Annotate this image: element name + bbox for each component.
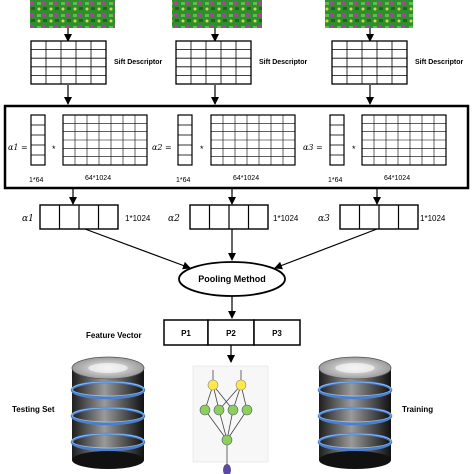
- arrow-to-pool-3: [274, 228, 378, 270]
- alpha-vector-2: [177, 114, 193, 166]
- testing-database-icon: [70, 356, 146, 469]
- matrix-dim-label-2: 64*1024: [233, 175, 259, 182]
- matrix-dim-label-1: 64*1024: [85, 175, 111, 182]
- arrow-to-pool-1: [84, 228, 191, 270]
- vector-dim-label-3: 1*64: [328, 177, 343, 184]
- testing-set-label: Testing Set: [12, 405, 55, 414]
- alpha-eq-label-1: α1 =: [8, 143, 28, 152]
- out-alpha-label-2: α2: [168, 214, 180, 224]
- input-image-2: [172, 0, 262, 28]
- weight-matrix-1: [62, 114, 148, 166]
- alpha-eq-label-3: α3 =: [303, 143, 323, 152]
- weight-matrix-2: [210, 114, 296, 166]
- training-database-icon: [317, 356, 393, 469]
- input-image-1: [30, 0, 115, 28]
- vector-dim-label-1: 1*64: [29, 177, 44, 184]
- pooling-method-label: Pooling Method: [198, 274, 266, 284]
- training-label: Training: [402, 405, 433, 414]
- matrix-dim-label-3: 64*1024: [384, 175, 410, 182]
- feature-part-p1: [163, 319, 209, 346]
- output-vector-3: [339, 204, 419, 230]
- feature-part-p2: [207, 319, 255, 346]
- input-image-3: [325, 0, 413, 28]
- out-alpha-label-3: α3: [318, 214, 330, 224]
- output-vector-2: [189, 204, 269, 230]
- sift-descriptor-label-1: Sift Descriptor: [114, 59, 163, 66]
- out-dim-label-2: 1*1024: [273, 214, 299, 223]
- out-alpha-label-1: α1: [22, 214, 34, 224]
- multiply-sign-3: *: [352, 144, 356, 154]
- sift-descriptor-grid-2: [175, 40, 252, 85]
- feature-vector-label: Feature Vector: [86, 331, 142, 340]
- feature-p1-label: P1: [181, 329, 191, 338]
- sift-descriptor-label-2: Sift Descriptor: [259, 59, 308, 66]
- vector-dim-label-2: 1*64: [176, 177, 191, 184]
- sift-descriptor-label-3: Sift Descriptor: [415, 59, 464, 66]
- alpha-eq-label-2: α2 =: [152, 143, 172, 152]
- out-dim-label-3: 1*1024: [420, 214, 446, 223]
- weight-matrix-3: [361, 114, 447, 166]
- neural-network-icon: [192, 365, 269, 474]
- feature-p2-label: P2: [226, 329, 236, 338]
- feature-p3-label: P3: [272, 329, 282, 338]
- alpha-vector-3: [329, 114, 345, 166]
- multiply-sign-1: *: [52, 144, 56, 154]
- sift-descriptor-grid-3: [331, 40, 408, 85]
- feature-part-p3: [253, 319, 301, 346]
- output-vector-1: [39, 204, 119, 230]
- out-dim-label-1: 1*1024: [125, 214, 151, 223]
- alpha-vector-1: [30, 114, 46, 166]
- multiply-sign-2: *: [200, 144, 204, 154]
- sift-descriptor-grid-1: [30, 40, 107, 85]
